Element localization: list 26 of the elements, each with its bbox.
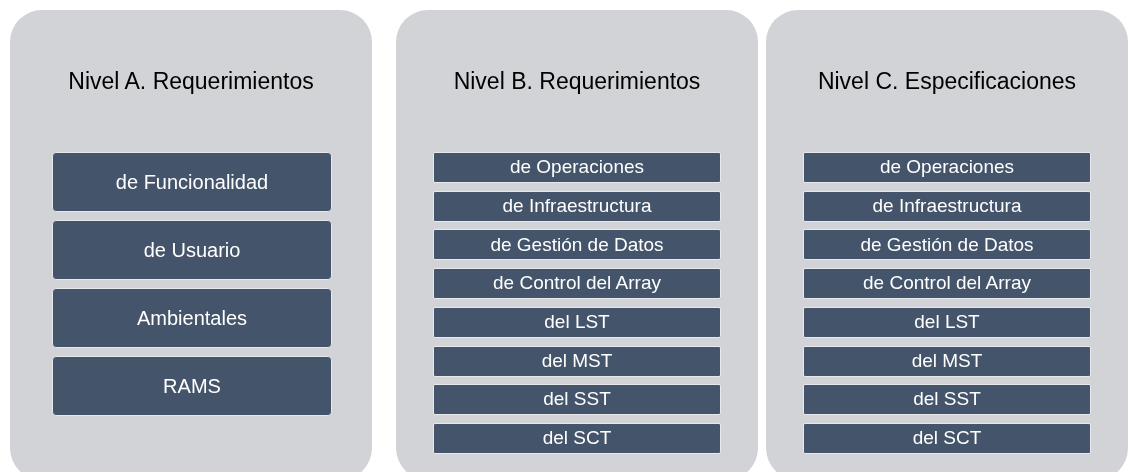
panel-title: Nivel A. Requerimientos	[67, 67, 315, 96]
requirement-box: de Gestión de Datos	[803, 229, 1091, 261]
requirement-box: de Infraestructura	[803, 190, 1091, 222]
requirement-box: del SST	[433, 384, 721, 416]
panel-title: Nivel C. Especificaciones	[816, 67, 1078, 96]
requirement-box: del SCT	[433, 422, 721, 454]
requirement-box: RAMS	[52, 356, 332, 416]
requirement-box: Ambientales	[52, 288, 332, 348]
requirement-box: de Operaciones	[803, 152, 1091, 183]
requirement-box: del MST	[433, 345, 721, 377]
panel-title: Nivel B. Requerimientos	[452, 67, 702, 96]
level-panel	[10, 10, 372, 472]
requirement-box: de Infraestructura	[433, 190, 721, 222]
requirement-box: de Control del Array	[803, 268, 1091, 300]
level-panel	[396, 10, 758, 472]
requirement-box: de Operaciones	[433, 152, 721, 183]
requirement-box: del SST	[803, 384, 1091, 416]
requirement-box: del SCT	[803, 422, 1091, 454]
requirement-box: del LST	[433, 306, 721, 338]
requirement-box: de Usuario	[52, 220, 332, 280]
requirement-box: del MST	[803, 345, 1091, 377]
requirement-box: de Gestión de Datos	[433, 229, 721, 261]
requirement-box: del LST	[803, 306, 1091, 338]
requirement-box: de Control del Array	[433, 268, 721, 300]
requirement-box: de Funcionalidad	[52, 152, 332, 212]
level-panel	[766, 10, 1128, 472]
